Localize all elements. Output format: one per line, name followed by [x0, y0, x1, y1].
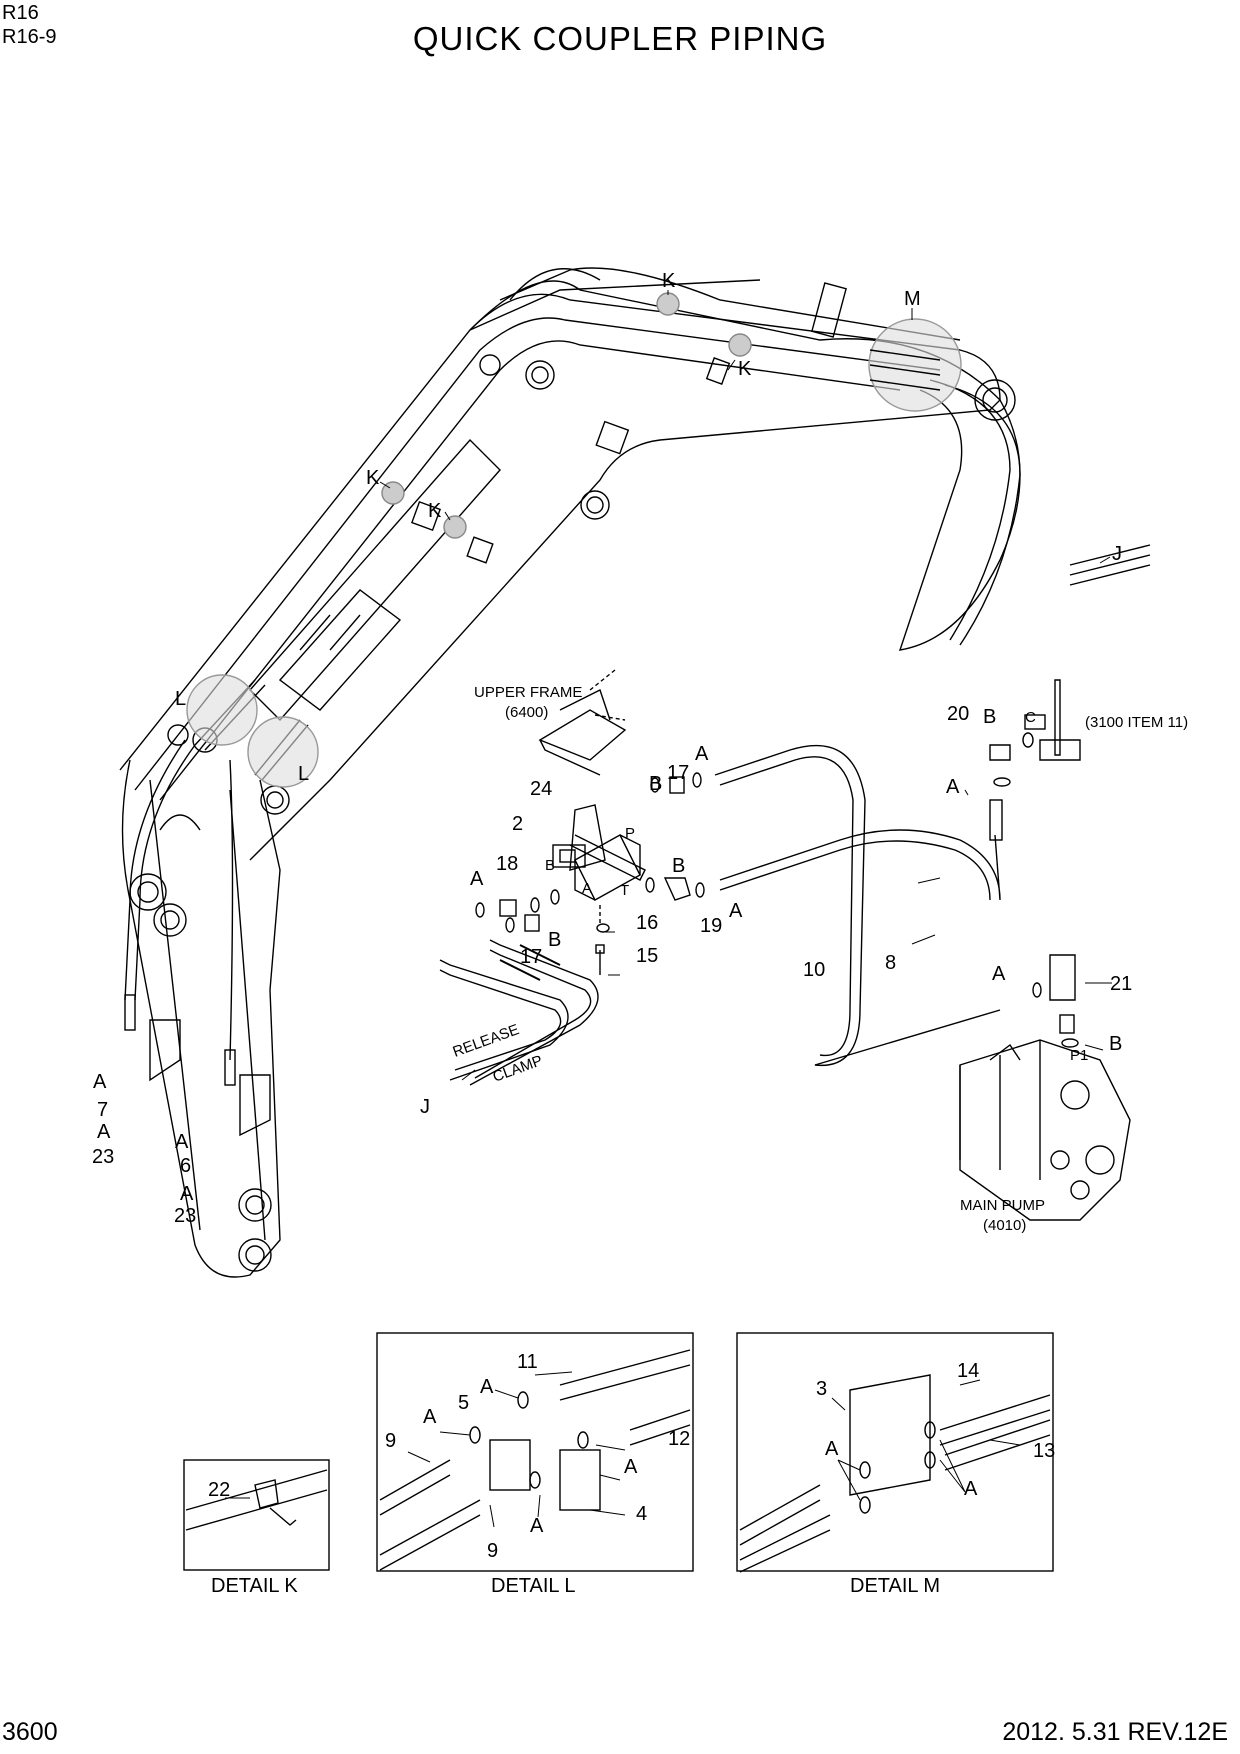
- label-a: A: [946, 776, 960, 798]
- port-c: C: [1025, 709, 1036, 726]
- label-17: 17: [520, 946, 542, 968]
- detail-m-frame: [736, 1332, 1054, 1572]
- detail-l-caption: DETAIL L: [491, 1575, 575, 1597]
- detail-m-caption: DETAIL M: [850, 1575, 940, 1597]
- label-a: A: [624, 1456, 638, 1478]
- label-b: B: [548, 929, 561, 951]
- label-16: 16: [636, 912, 658, 934]
- boom-drawing: [119, 267, 1151, 1278]
- label-a: A: [992, 963, 1006, 985]
- label-9: 9: [487, 1540, 498, 1562]
- label-k: K: [366, 467, 380, 489]
- label-a: A: [480, 1376, 494, 1398]
- label-a: A: [423, 1406, 437, 1428]
- label-24: 24: [530, 778, 552, 800]
- port-t: T: [620, 882, 629, 899]
- label-b: B: [1109, 1033, 1122, 1055]
- upper-frame-ref: (6400): [505, 704, 548, 721]
- port-a: A: [582, 880, 592, 897]
- label-j: J: [420, 1096, 430, 1118]
- valve-drawing: [439, 669, 1131, 1221]
- clamp-label: CLAMP: [491, 1052, 545, 1086]
- label-a: A: [180, 1183, 194, 1205]
- model-code: R16: [2, 2, 39, 24]
- leader-lines: [225, 290, 1112, 1528]
- release-label: RELEASE: [451, 1021, 522, 1061]
- label-b: B: [672, 855, 685, 877]
- port-p1: P1: [1070, 1047, 1088, 1064]
- label-23: 23: [174, 1205, 196, 1227]
- label-15: 15: [636, 945, 658, 967]
- detail-l-frame: [376, 1332, 694, 1572]
- model-variant: R16-9: [2, 26, 57, 48]
- label-l: L: [175, 688, 186, 710]
- label-b: B: [983, 706, 996, 728]
- label-11: 11: [517, 1351, 538, 1373]
- label-13: 13: [1033, 1440, 1055, 1462]
- page-title: QUICK COUPLER PIPING: [412, 20, 828, 57]
- label-j: J: [1112, 543, 1122, 565]
- detail-k-frame: [183, 1459, 330, 1571]
- label-b: B: [649, 773, 662, 795]
- label-a: A: [97, 1121, 111, 1143]
- label-6: 6: [180, 1155, 191, 1177]
- label-3: 3: [816, 1378, 827, 1400]
- label-23: 23: [92, 1146, 114, 1168]
- label-18: 18: [496, 853, 518, 875]
- label-k: K: [428, 500, 442, 522]
- label-20: 20: [947, 703, 969, 725]
- port-b: B: [545, 857, 555, 874]
- item-3100-label: (3100 ITEM 11): [1085, 714, 1188, 731]
- label-a: A: [530, 1515, 544, 1537]
- label-5: 5: [458, 1392, 469, 1414]
- label-k: K: [662, 270, 676, 292]
- label-4: 4: [636, 1503, 647, 1525]
- label-12: 12: [668, 1428, 690, 1450]
- label-l: L: [298, 763, 309, 785]
- page-number: 3600: [2, 1718, 58, 1746]
- main-pump-ref: (4010): [983, 1217, 1026, 1234]
- label-14: 14: [957, 1360, 979, 1382]
- port-p: P: [625, 825, 635, 842]
- label-19: 19: [700, 915, 722, 937]
- label-a: A: [470, 868, 484, 890]
- label-7: 7: [97, 1099, 108, 1121]
- label-a: A: [93, 1071, 107, 1093]
- label-17: 17: [667, 762, 689, 784]
- main-pump-label: MAIN PUMP: [960, 1197, 1045, 1214]
- label-2: 2: [512, 813, 523, 835]
- label-a: A: [175, 1131, 189, 1153]
- label-k: K: [738, 358, 752, 380]
- label-a: A: [695, 743, 709, 765]
- label-9: 9: [385, 1430, 396, 1452]
- label-a: A: [729, 900, 743, 922]
- label-a: A: [964, 1478, 978, 1500]
- upper-frame-label: UPPER FRAME: [474, 684, 582, 701]
- label-21: 21: [1110, 973, 1132, 995]
- label-22: 22: [208, 1479, 230, 1501]
- revision-date: 2012. 5.31 REV.12E: [1002, 1718, 1228, 1746]
- label-10: 10: [803, 959, 825, 981]
- label-a: A: [825, 1438, 839, 1460]
- label-8: 8: [885, 952, 896, 974]
- detail-k-caption: DETAIL K: [211, 1575, 298, 1597]
- item-labels: K K K K M J J L L UPPER FRAME (6400) (31…: [92, 270, 1188, 1597]
- label-m: M: [904, 288, 921, 310]
